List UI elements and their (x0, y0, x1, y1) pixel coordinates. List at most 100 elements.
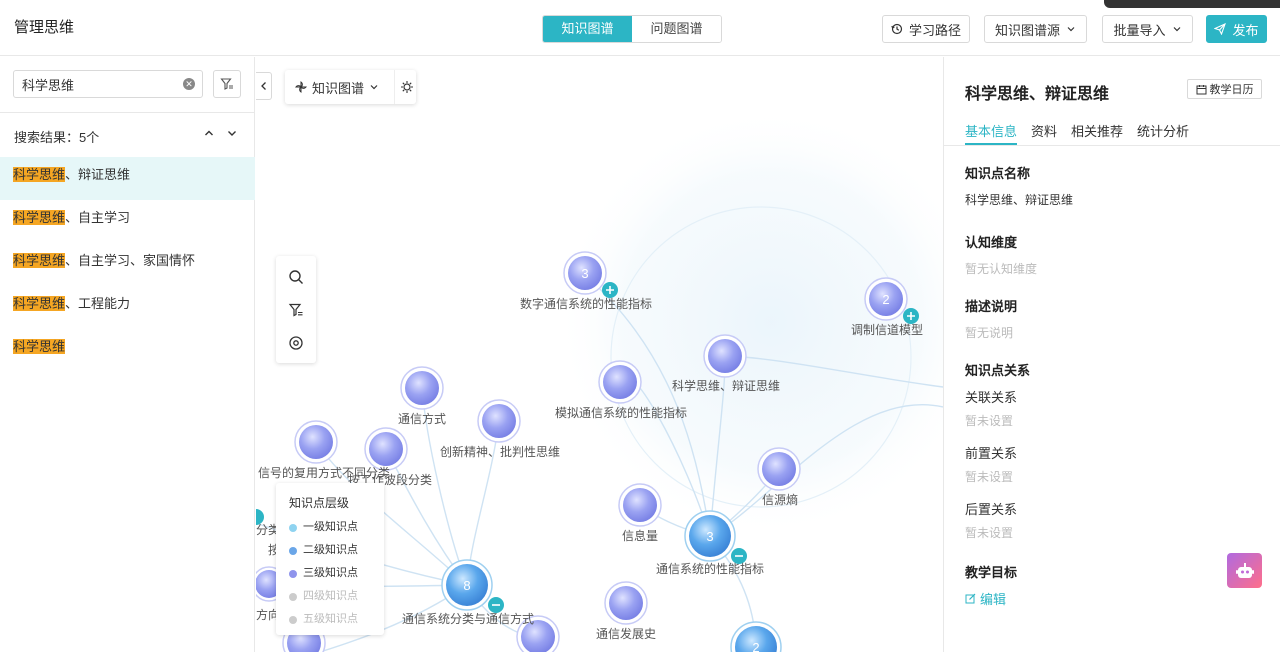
prev-result-button[interactable] (201, 125, 217, 141)
history-icon (891, 23, 903, 35)
legend-item: 三级知识点 (289, 562, 384, 585)
result-item[interactable]: 科学思维 (0, 329, 255, 372)
node-label: 分类 (256, 523, 281, 537)
result-item[interactable]: 科学思维、辩证思维 (0, 157, 255, 200)
post-value: 暂未设置 (965, 526, 1014, 540)
batch-import-dropdown[interactable]: 批量导入 (1102, 15, 1193, 43)
chevron-down-icon (370, 85, 378, 90)
node-label: 信息量 (622, 529, 659, 543)
legend-dot (289, 546, 297, 555)
prerequisite-label: 前置关系 (965, 446, 1018, 461)
node-label: 科学思维、辩证思维 (672, 379, 781, 393)
graph-node[interactable]: 3 (563, 251, 618, 298)
publish-button[interactable]: 发布 (1206, 15, 1267, 43)
search-icon[interactable] (288, 269, 304, 285)
legend-dot (289, 615, 297, 624)
assistant-bot-button[interactable] (1227, 553, 1262, 588)
graph-node[interactable] (618, 483, 662, 527)
graph-node[interactable] (516, 615, 560, 652)
result-rest: 、辩证思维 (65, 167, 131, 182)
graph-node[interactable]: 2 (864, 277, 919, 324)
legend-label: 一级知识点 (303, 521, 358, 533)
graph-node[interactable]: 8 (441, 559, 504, 613)
teaching-calendar-button[interactable]: 教学日历 (1187, 79, 1262, 99)
graph-nodes: 3 2 3 8 2 (256, 251, 919, 652)
graph-type-select[interactable]: 知识图谱 (312, 80, 365, 96)
locate-icon[interactable] (288, 335, 304, 351)
result-rest: 、自主学习、家国情怀 (65, 253, 196, 268)
calendar-icon (1196, 84, 1206, 94)
search-input[interactable] (14, 71, 174, 97)
result-rest: 、工程能力 (65, 296, 131, 311)
clear-icon[interactable]: ✕ (183, 78, 195, 90)
divider (944, 145, 1280, 146)
legend-item: 二级知识点 (289, 539, 384, 562)
filter-icon (220, 78, 233, 90)
filter-icon[interactable] (288, 302, 304, 318)
graph-side-tools (276, 256, 316, 363)
next-result-button[interactable] (224, 125, 240, 141)
legend-dot (289, 592, 297, 601)
node-label: 通信系统分类与通信方式 (402, 612, 535, 626)
legend-title: 知识点层级 (289, 496, 350, 510)
node-label: 信号的复用方式不同分类 (258, 466, 391, 480)
graph-toolbar: 知识图谱 (285, 70, 416, 104)
graph-node[interactable] (400, 366, 444, 410)
expand-icon[interactable] (256, 509, 264, 525)
tab-statistics[interactable]: 统计分析 (1137, 124, 1190, 139)
detail-title: 科学思维、辩证思维 (965, 86, 1110, 103)
result-item[interactable]: 科学思维、工程能力 (0, 286, 255, 329)
graph-source-dropdown[interactable]: 知识图谱源 (984, 15, 1087, 43)
divider (0, 112, 255, 113)
graph-node-selected[interactable] (703, 334, 747, 378)
detail-panel: 科学思维、辩证思维 教学日历 基本信息 资料 相关推荐 统计分析 知识点名称 科… (943, 57, 1280, 652)
graph-node[interactable] (364, 427, 408, 471)
graph-node[interactable] (757, 447, 801, 491)
result-item[interactable]: 科学思维、自主学习、家国情怀 (0, 243, 255, 286)
tab-basic-info[interactable]: 基本信息 (965, 121, 1018, 145)
prerequisite-value: 暂未设置 (965, 470, 1014, 484)
tab-knowledge-graph[interactable]: 知识图谱 (543, 16, 632, 42)
graph-node[interactable] (294, 420, 338, 464)
legend-item: 四级知识点 (289, 585, 384, 608)
node-label: 调制信道模型 (851, 323, 924, 337)
collapse-panel-button[interactable] (256, 72, 272, 100)
edit-icon (965, 593, 976, 604)
description-label: 描述说明 (965, 299, 1018, 314)
learning-path-button[interactable]: 学习路径 (882, 15, 970, 43)
legend-dot (289, 569, 297, 578)
robot-icon (1235, 562, 1254, 578)
legend-item: 一级知识点 (289, 516, 384, 539)
result-highlight: 科学思维 (13, 253, 66, 268)
edit-goal-link[interactable]: 编辑 (965, 589, 1006, 608)
description-value: 暂无说明 (965, 326, 1014, 340)
graph-node[interactable]: 3 (684, 510, 747, 564)
graph-node[interactable] (604, 581, 648, 625)
graph-node[interactable] (477, 399, 521, 443)
node-count: 8 (463, 578, 470, 593)
cognitive-value: 暂无认知维度 (965, 262, 1038, 276)
send-icon (1214, 23, 1227, 35)
toolbar-divider (394, 70, 396, 104)
learning-path-label: 学习路径 (908, 22, 961, 38)
knowledge-graph-canvas[interactable]: 3 2 3 8 2 数字通信系统的性能指标 调制信道模型 科学思维、辩证思维 模… (256, 57, 943, 652)
result-item[interactable]: 科学思维、自主学习 (0, 200, 255, 243)
tab-question-graph[interactable]: 问题图谱 (632, 16, 721, 42)
node-count: 3 (706, 529, 713, 544)
pinwheel-icon (295, 81, 307, 93)
graph-node[interactable]: 2 (730, 621, 782, 652)
results-count: 搜索结果：5个 (14, 130, 100, 145)
filter-button[interactable] (213, 70, 241, 98)
theme-toggle-icon[interactable] (400, 80, 414, 94)
tab-recommendations[interactable]: 相关推荐 (1071, 124, 1124, 139)
associated-value: 暂未设置 (965, 414, 1014, 428)
search-panel: ✕ 搜索结果：5个 科学思维、辩证思维 科学思维、自主学习 科学思维、自主学习、… (0, 57, 255, 652)
legend-label: 四级知识点 (303, 590, 358, 602)
graph-node[interactable] (598, 360, 642, 404)
tab-materials[interactable]: 资料 (1031, 124, 1058, 139)
search-box: ✕ (13, 70, 203, 98)
post-label: 后置关系 (965, 502, 1018, 517)
detail-tabs: 基本信息 资料 相关推荐 统计分析 (965, 121, 1189, 145)
batch-import-label: 批量导入 (1113, 22, 1166, 38)
node-count: 2 (752, 640, 759, 652)
